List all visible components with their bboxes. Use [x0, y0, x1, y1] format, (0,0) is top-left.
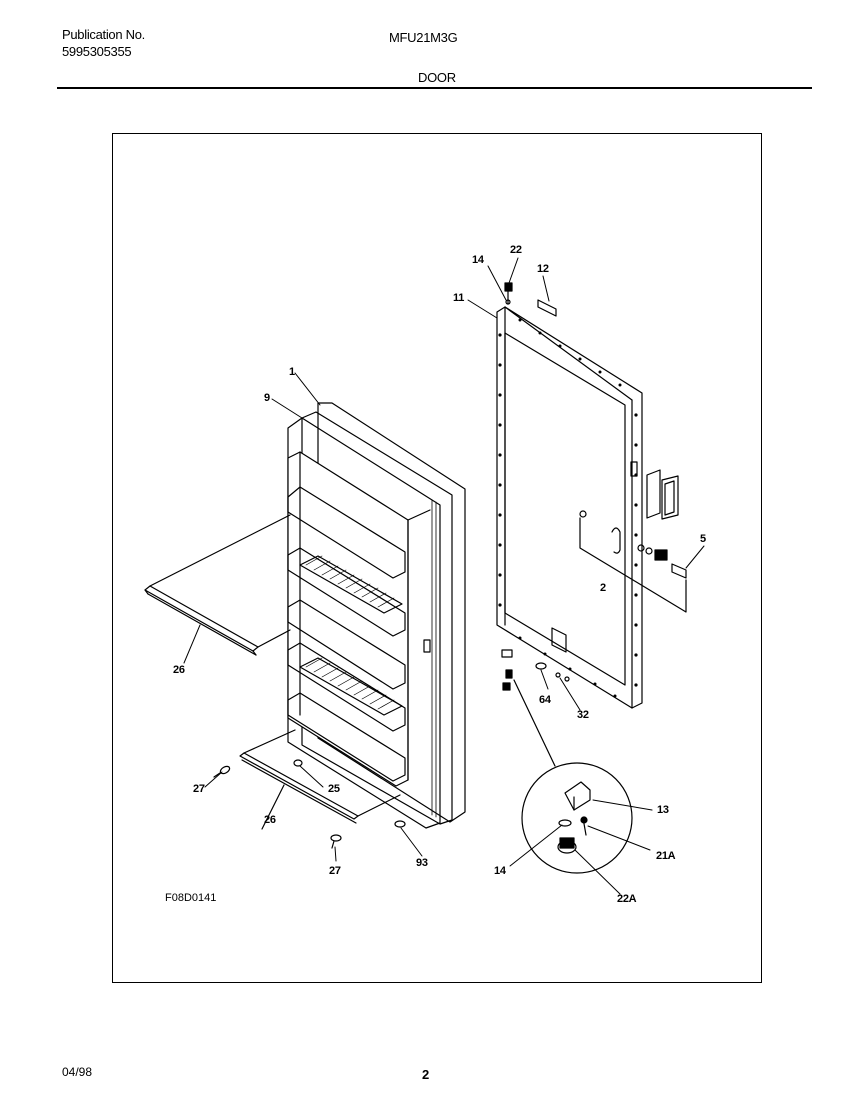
callout-27-bottom: 27	[329, 865, 341, 877]
lock-parts	[579, 510, 687, 613]
callout-93: 93	[416, 857, 428, 869]
callout-5: 5	[700, 533, 706, 545]
page-number: 2	[422, 1067, 430, 1082]
publication-number: 5995305355	[62, 44, 132, 59]
shelf-bar-lower	[239, 729, 401, 830]
callout-2: 2	[600, 582, 606, 594]
callout-21A: 21A	[656, 850, 676, 862]
callout-14-detail: 14	[494, 865, 506, 877]
callout-27-left: 27	[193, 783, 205, 795]
callout-25: 25	[328, 783, 340, 795]
callout-32: 32	[577, 709, 589, 721]
header-rule	[57, 87, 812, 89]
leader-lines	[183, 257, 705, 895]
callout-9: 9	[264, 392, 270, 404]
callout-1: 1	[289, 366, 295, 378]
callout-12: 12	[537, 263, 549, 275]
callout-22: 22	[510, 244, 522, 256]
hinge-detail	[513, 679, 633, 874]
top-hinge-parts	[504, 282, 557, 317]
section-title: DOOR	[418, 70, 456, 85]
callout-14-top: 14	[472, 254, 484, 266]
callout-13: 13	[657, 804, 669, 816]
outer-door-panel	[496, 306, 679, 709]
screws	[213, 759, 406, 849]
bottom-hinge-parts	[501, 649, 570, 691]
shelf-bar-upper	[144, 514, 291, 656]
door-liner	[287, 402, 466, 829]
publication-label: Publication No.	[62, 27, 145, 42]
callout-64: 64	[539, 694, 551, 706]
callout-11: 11	[453, 292, 465, 304]
diagram-frame	[112, 133, 762, 983]
model-number: MFU21M3G	[389, 30, 458, 45]
callout-26-lower: 26	[264, 814, 276, 826]
figure-code: F08D0141	[165, 892, 217, 904]
callout-22A: 22A	[617, 893, 637, 905]
footer-date: 04/98	[62, 1065, 93, 1079]
callout-26-upper: 26	[173, 664, 185, 676]
